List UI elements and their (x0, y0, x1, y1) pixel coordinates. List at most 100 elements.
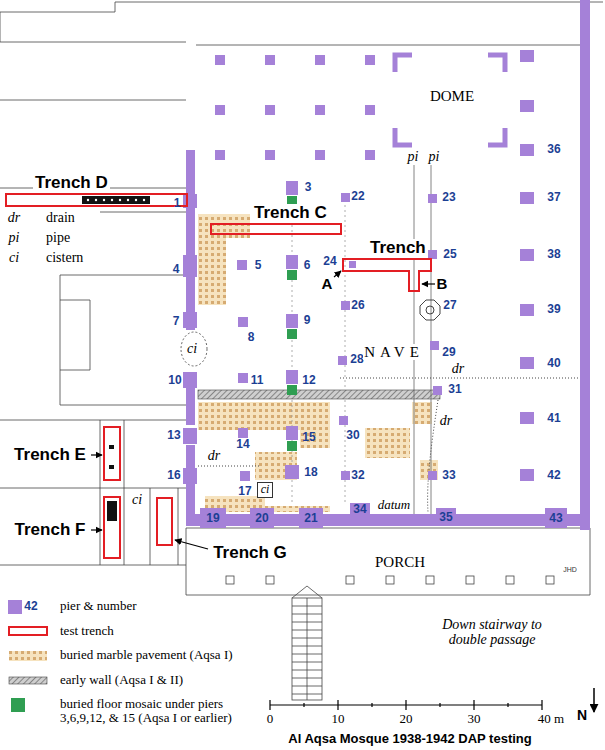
pier (240, 471, 250, 481)
cistern (181, 332, 207, 366)
trench-label: Trench E (14, 446, 86, 465)
legend-text: pier & number (60, 599, 235, 613)
scale-label: 0 (267, 712, 274, 726)
trench-label: Trench E (14, 446, 86, 465)
trench-label: Trench D (33, 174, 110, 193)
pier (286, 426, 298, 440)
test-trench: Trench (342, 239, 432, 292)
pier-number: 28 (350, 353, 363, 366)
cistern-box: ci (257, 482, 274, 497)
pier-number: 35 (439, 511, 452, 524)
pier-number: 43 (549, 512, 562, 525)
key-text: pipe (46, 230, 70, 245)
floor-mosaic (287, 441, 297, 451)
pier-number: 27 (443, 299, 456, 312)
key-abbrev: dr (440, 413, 452, 428)
pier (433, 386, 442, 395)
trench-outline (104, 497, 120, 558)
key-abbrev: pi (408, 149, 419, 164)
pier-number: 41 (547, 412, 560, 425)
pier-number: 21 (304, 512, 317, 525)
credit: JHD (563, 566, 577, 574)
pier-number: 8 (248, 331, 255, 344)
pier (520, 304, 534, 316)
section-marker: B (437, 276, 448, 293)
legend-sample (8, 650, 48, 662)
pier-number: 13 (167, 429, 180, 442)
pier-number: 40 (547, 357, 560, 370)
legend-row: buried marble pavement (Aqsa I) (0, 649, 250, 669)
trench-fill-dot (95, 199, 97, 201)
pier-number: 20 (255, 512, 268, 525)
datum-label: datum (378, 498, 411, 512)
pier (200, 508, 226, 528)
pier (238, 373, 248, 383)
pier-number: 14 (236, 438, 249, 451)
pier (520, 100, 534, 112)
area-label: DOME (430, 88, 474, 105)
pier-number: 36 (547, 143, 560, 156)
north-label: N (577, 708, 587, 723)
trench-outline (210, 223, 342, 235)
legend-number: 42 (24, 600, 37, 613)
pier (215, 55, 225, 65)
pier-number: 11 (251, 374, 264, 387)
pier (428, 250, 437, 259)
pier (580, 0, 590, 530)
pier-number: 18 (304, 466, 317, 479)
pier (520, 144, 534, 156)
cistern-label: ci (261, 483, 270, 496)
pier-number: 3 (305, 181, 312, 194)
key-abbrev: dr (452, 361, 464, 376)
north-label: N (577, 708, 587, 723)
scale-label: 40 m (538, 712, 564, 726)
key-abbrev: ci (132, 492, 142, 507)
pier (341, 471, 350, 480)
trench-outline (6, 194, 187, 206)
pier-number: 20 (255, 512, 268, 525)
pier (341, 301, 350, 310)
legend-row: buried floor mosaic under piers 3,6,9,12… (0, 698, 250, 718)
pier (349, 261, 356, 268)
marble-pavement (198, 214, 250, 305)
leader-arrow (422, 283, 435, 284)
legend-swatch (11, 698, 25, 712)
pier-number: 43 (549, 512, 562, 525)
trench-fill (82, 196, 150, 204)
pier-number: 34 (353, 503, 366, 516)
building-outline (60, 275, 186, 405)
pier-number: 37 (547, 191, 560, 204)
pier-number: 22 (351, 190, 364, 203)
pier-number: 6 (304, 259, 311, 272)
building-outline (100, 420, 178, 565)
pier-number: 13 (167, 429, 180, 442)
trench-outline (104, 427, 120, 480)
octagon-pier (420, 300, 440, 320)
section-marker: B (437, 276, 448, 293)
pier-number: 6 (304, 259, 311, 272)
note: Down stairway to double passage (430, 617, 555, 648)
credit: JHD (563, 566, 577, 574)
area-label: PORCH (375, 554, 425, 571)
datum-label: datum (378, 498, 411, 512)
pier-number: 7 (173, 315, 180, 328)
pier (430, 341, 439, 350)
stairway (292, 586, 322, 700)
pier-number: 27 (443, 299, 456, 312)
legend-sample (9, 677, 47, 684)
pipe (414, 165, 431, 520)
pier-number: 33 (442, 469, 455, 482)
key-abbrev: dr (8, 210, 20, 225)
pier (339, 416, 348, 425)
key-abbrev: ci (187, 341, 197, 356)
scale-bar (270, 700, 542, 710)
pier (520, 469, 534, 481)
section-marker: A (322, 276, 333, 293)
trench-label: Trench F (15, 521, 86, 540)
pier-number: 23 (442, 191, 455, 204)
scale-bar (270, 700, 542, 710)
scale-label: 30 (468, 712, 481, 726)
area-label: NAVE (363, 344, 425, 361)
marble-pavement (412, 402, 432, 424)
pier-number: 21 (304, 512, 317, 525)
